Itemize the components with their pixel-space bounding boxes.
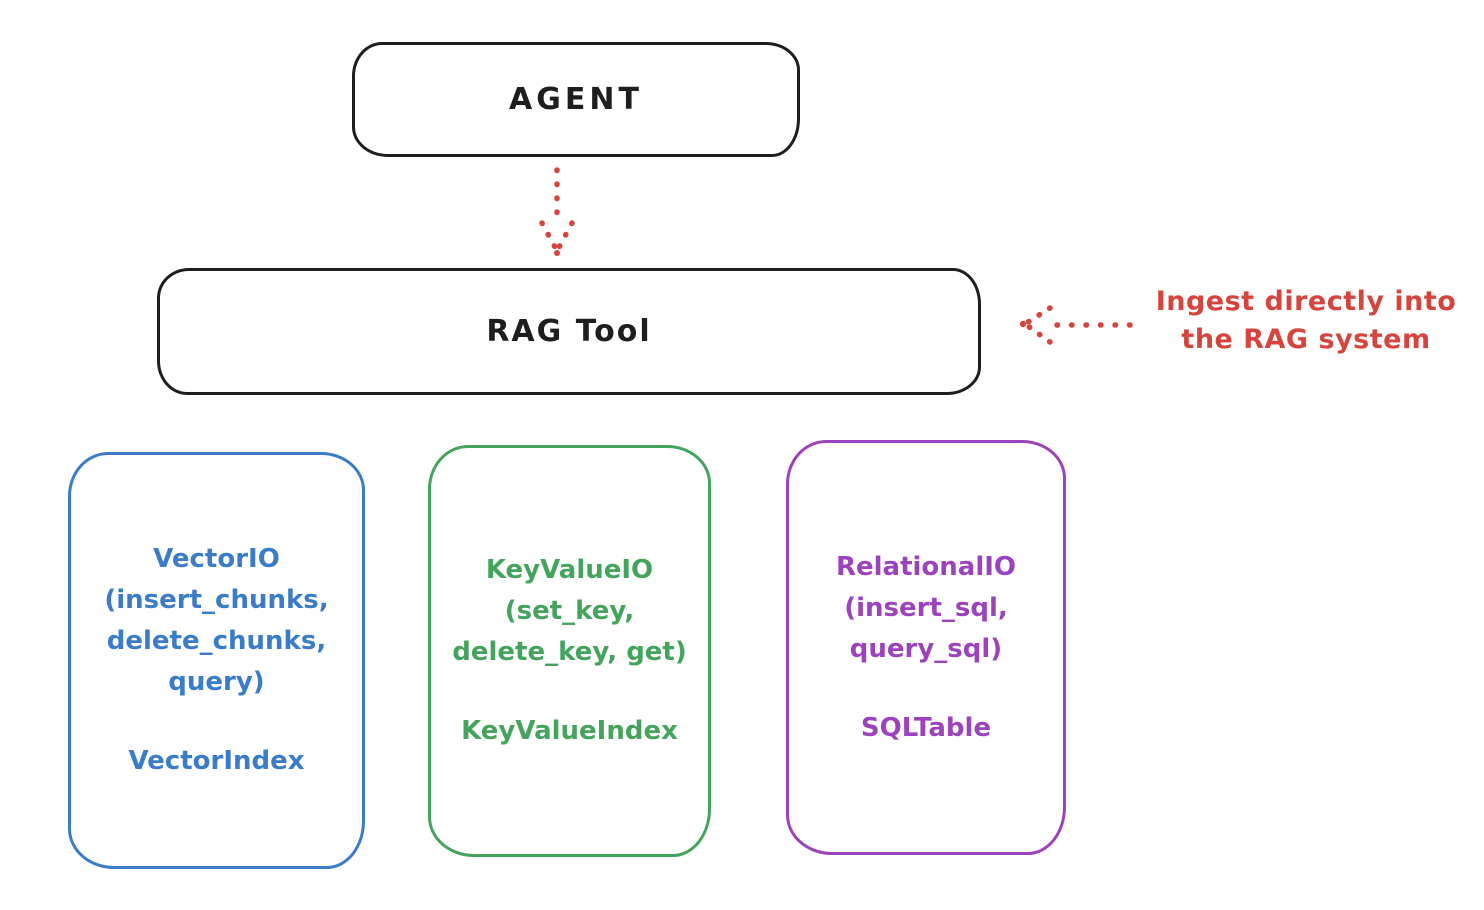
vectorio-index-label: VectorIndex (128, 746, 305, 776)
agent-box: AGENT (352, 42, 800, 157)
relationalio-box: RelationalIO (insert_sql, query_sql) SQL… (786, 440, 1066, 855)
vectorio-box: VectorIO (insert_chunks, delete_chunks, … (68, 452, 365, 869)
keyvalueio-methods: KeyValueIO (set_key, delete_key, get) (452, 555, 687, 667)
ingest-annotation-line1: Ingest directly into (1155, 286, 1457, 317)
ingest-annotation: Ingest directly into the RAG system (1138, 283, 1474, 359)
relationalio-index-label: SQLTable (860, 712, 992, 743)
ingest-arrow-icon (1019, 305, 1133, 345)
keyvalueio-box: KeyValueIO (set_key, delete_key, get) Ke… (428, 445, 711, 857)
vectorio-methods: VectorIO (insert_chunks, delete_chunks, … (104, 544, 329, 697)
agent-label: AGENT (509, 82, 643, 117)
rag-tool-label: RAG Tool (486, 314, 652, 349)
keyvalueio-index-label: KeyValueIndex (461, 716, 678, 746)
agent-to-ragtool-arrow-icon (539, 167, 575, 256)
rag-tool-box: RAG Tool (157, 268, 981, 395)
ingest-annotation-line2: the RAG system (1181, 324, 1431, 355)
relationalio-methods: RelationalIO (insert_sql, query_sql) (835, 551, 1017, 664)
